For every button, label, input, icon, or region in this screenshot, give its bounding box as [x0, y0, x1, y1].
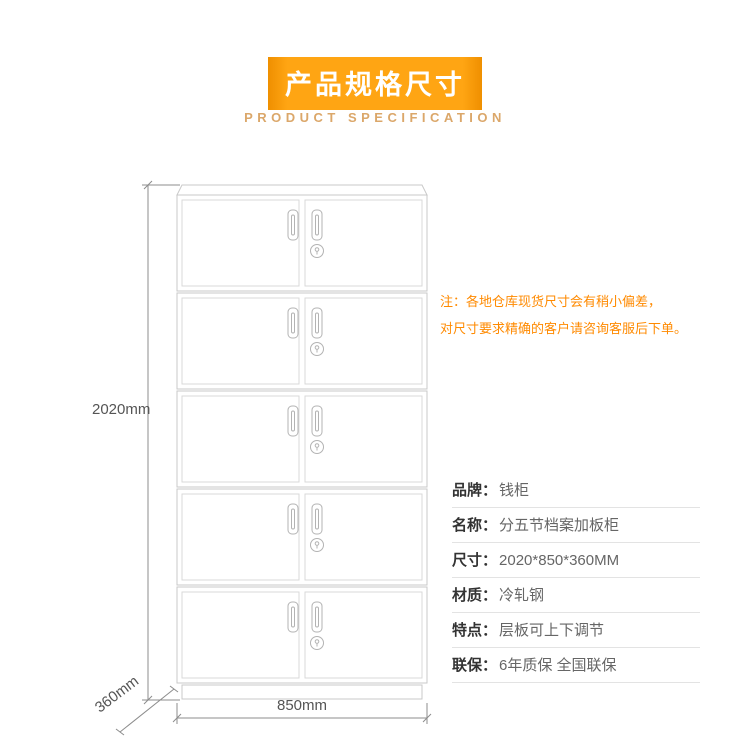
cabinet-section-2 — [176, 292, 428, 390]
section-subtitle: PRODUCT SPECIFICATION — [244, 110, 506, 125]
spec-value: 分五节档案加板柜 — [499, 517, 620, 534]
spec-list: 品牌： 钱柜 名称： 分五节档案加板柜 尺寸： 2020*850*360MM 材… — [452, 473, 700, 683]
spec-row-warranty: 联保： 6年质保 全国联保 — [452, 648, 700, 683]
spec-label: 材质： — [452, 587, 498, 604]
spec-row-size: 尺寸： 2020*850*360MM — [452, 543, 700, 578]
cabinet-top-face — [176, 184, 428, 196]
stock-note-line-1: 注：各地仓库现货尺寸会有稍小偏差， — [440, 294, 662, 309]
height-dimension-line — [142, 180, 180, 705]
section-title-banner: 产品规格尺寸 — [268, 57, 482, 110]
spec-label: 尺寸： — [452, 552, 498, 569]
spec-value: 钱柜 — [499, 482, 530, 499]
cabinet-section-4 — [176, 488, 428, 586]
spec-row-material: 材质： 冷轧钢 — [452, 578, 700, 613]
spec-label: 品牌： — [452, 482, 498, 499]
spec-label: 特点： — [452, 622, 498, 639]
spec-row-brand: 品牌： 钱柜 — [452, 473, 700, 508]
cabinet-section-5 — [176, 586, 428, 684]
stock-note: 注：各地仓库现货尺寸会有稍小偏差， 对尺寸要求精确的客户请咨询客服后下单。 — [440, 288, 720, 342]
spec-value: 2020*850*360MM — [499, 552, 620, 569]
spec-label: 名称： — [452, 517, 498, 534]
cabinet-diagram — [115, 180, 432, 736]
cabinet-section-1 — [176, 194, 428, 292]
cabinet-base — [181, 684, 423, 700]
height-dimension-label: 2020mm — [92, 401, 151, 418]
depth-dimension-line — [115, 685, 179, 736]
spec-row-feature: 特点： 层板可上下调节 — [452, 613, 700, 648]
width-dimension-label: 850mm — [276, 697, 328, 714]
spec-value: 冷轧钢 — [499, 587, 545, 604]
spec-label: 联保： — [452, 657, 498, 674]
stock-note-line-2: 对尺寸要求精确的客户请咨询客服后下单。 — [440, 321, 688, 336]
section-title: 产品规格尺寸 — [285, 70, 465, 100]
spec-value: 6年质保 全国联保 — [499, 657, 617, 674]
cabinet-section-3 — [176, 390, 428, 488]
spec-row-name: 名称： 分五节档案加板柜 — [452, 508, 700, 543]
spec-value: 层板可上下调节 — [499, 622, 605, 639]
width-dimension-line — [172, 703, 432, 724]
